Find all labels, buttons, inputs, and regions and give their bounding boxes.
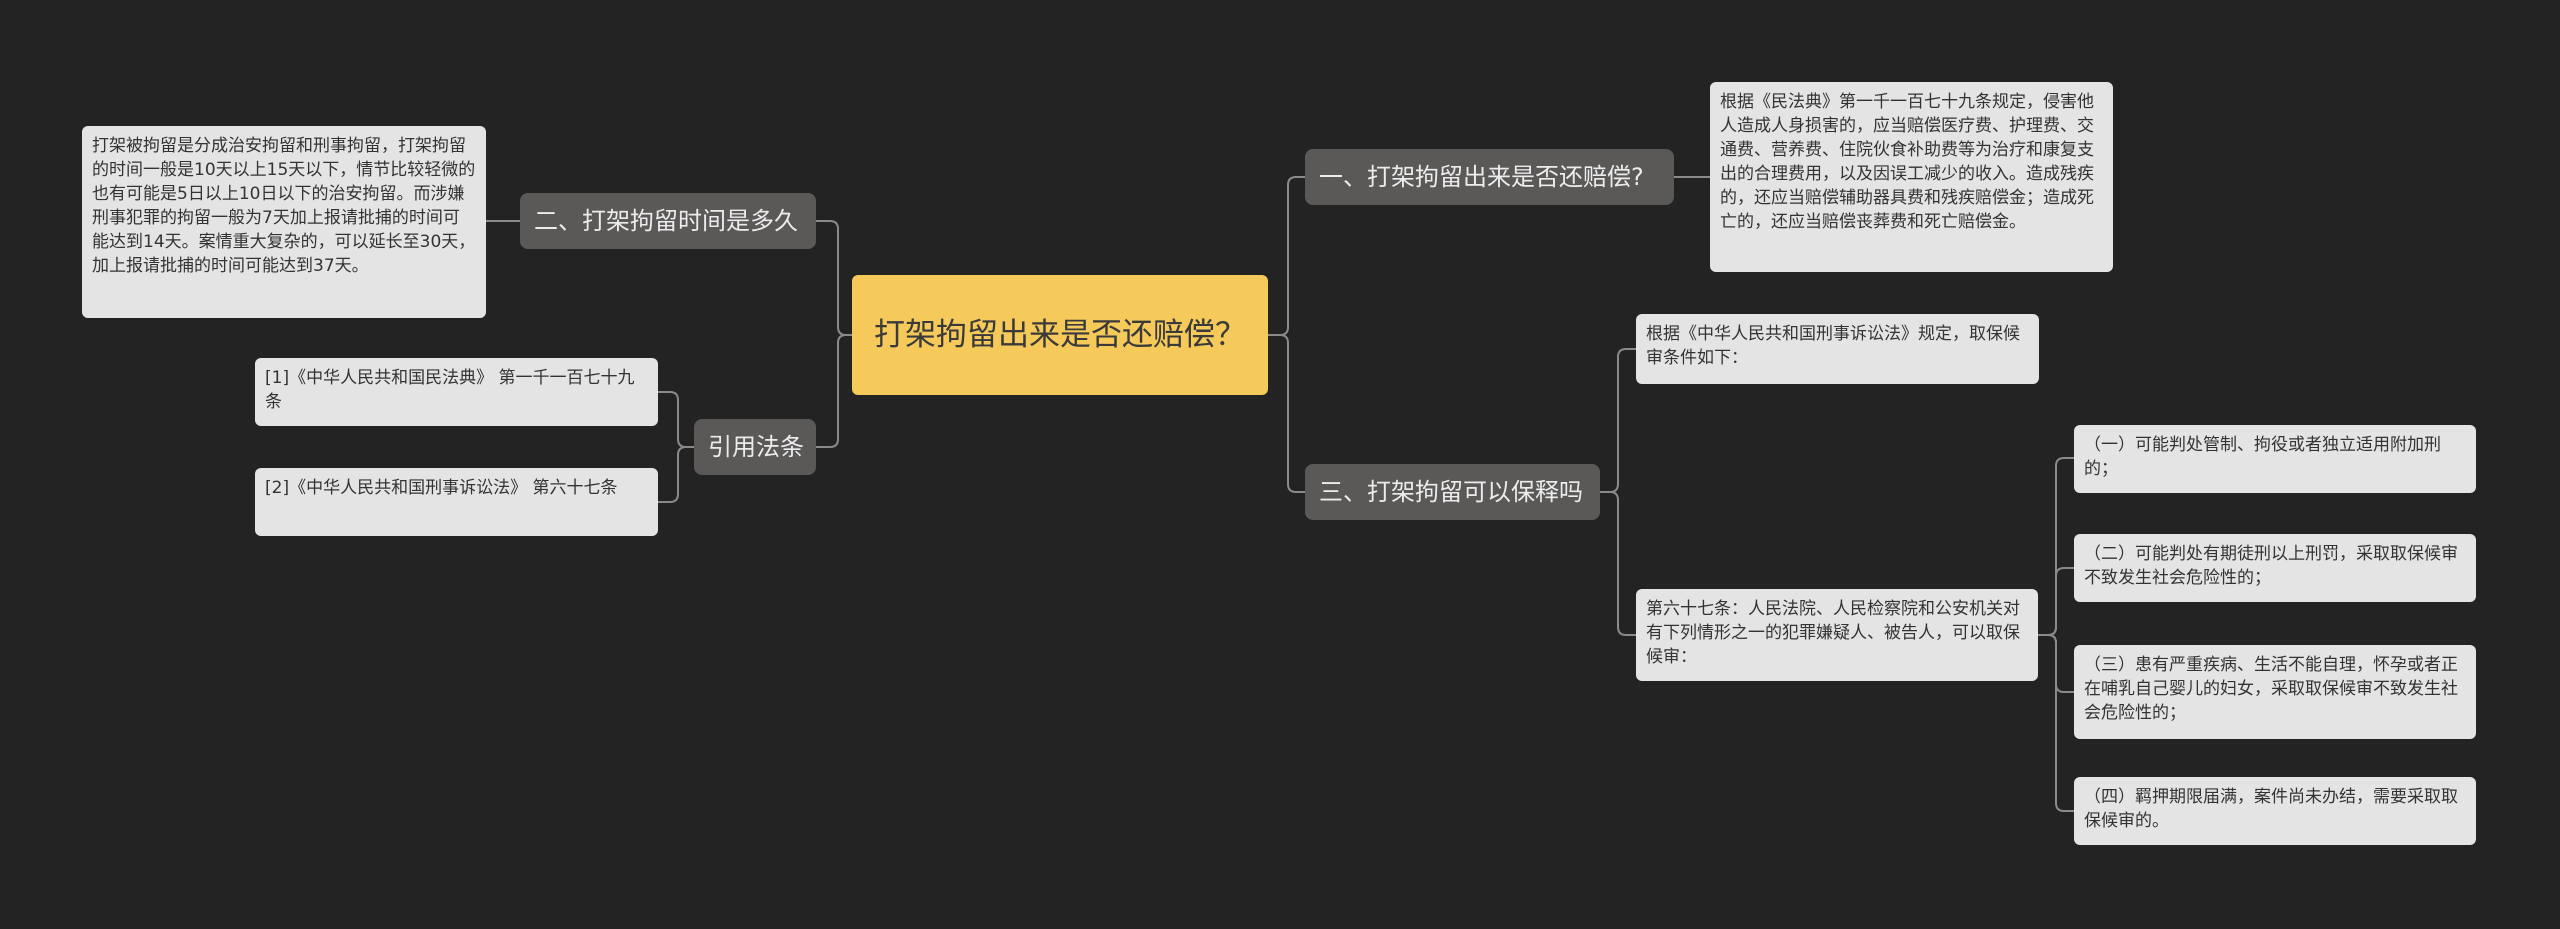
link-b3-leaf1 xyxy=(1600,348,1636,493)
branch-compensation[interactable]: 一、打架拘留出来是否还赔偿? xyxy=(1305,149,1674,205)
link-b3-leaf2 xyxy=(1600,491,1636,636)
list-item-text: （一）可能判处管制、拘役或者独立适用附加刑的； xyxy=(2084,435,2441,479)
branch-detention-duration[interactable]: 二、打架拘留时间是多久 xyxy=(520,193,816,249)
link-root-refs xyxy=(816,334,852,448)
list-item[interactable]: [1]《中华人民共和国民法典》 第一千一百七十九条 xyxy=(255,358,658,426)
branch-cited-laws-label: 引用法条 xyxy=(708,433,804,461)
list-item[interactable]: （四）羁押期限届满，案件尚未办结，需要采取取保候审的。 xyxy=(2074,777,2476,845)
list-item[interactable]: （三）患有严重疾病、生活不能自理，怀孕或者正在哺乳自己婴儿的妇女，采取取保候审不… xyxy=(2074,645,2476,739)
list-item-text: [1]《中华人民共和国民法典》 第一千一百七十九条 xyxy=(265,368,635,412)
link-root-b3 xyxy=(1268,334,1305,493)
root-topic[interactable]: 打架拘留出来是否还赔偿？ xyxy=(852,275,1268,395)
root-title: 打架拘留出来是否还赔偿？ xyxy=(874,317,1246,353)
list-item[interactable]: （二）可能判处有期徒刑以上刑罚，采取取保候审不致发生社会危险性的； xyxy=(2074,534,2476,602)
list-item-text: （四）羁押期限届满，案件尚未办结，需要采取取保候审的。 xyxy=(2084,787,2458,831)
link-root-b2 xyxy=(816,220,852,336)
leaf-article-67[interactable]: 第六十七条：人民法院、人民检察院和公安机关对有下列情形之一的犯罪嫌疑人、被告人，… xyxy=(1636,589,2038,681)
leaf-civil-code-1179[interactable]: 根据《民法典》第一千一百七十九条规定，侵害他人造成人身损害的，应当赔偿医疗费、护… xyxy=(1710,82,2113,272)
leaf-civil-code-1179-text: 根据《民法典》第一千一百七十九条规定，侵害他人造成人身损害的，应当赔偿医疗费、护… xyxy=(1720,92,2094,232)
leaf-article-67-text: 第六十七条：人民法院、人民检察院和公安机关对有下列情形之一的犯罪嫌疑人、被告人，… xyxy=(1646,599,2020,667)
link-refs-item1 xyxy=(658,391,694,448)
leaf-bail-conditions-text: 根据《中华人民共和国刑事诉讼法》规定，取保候审条件如下： xyxy=(1646,324,2020,368)
list-item[interactable]: [2]《中华人民共和国刑事诉讼法》 第六十七条 xyxy=(255,468,658,536)
branch-detention-duration-label: 二、打架拘留时间是多久 xyxy=(534,207,798,235)
list-item-text: （二）可能判处有期徒刑以上刑罚，采取取保候审不致发生社会危险性的； xyxy=(2084,544,2458,588)
link-leaf2-item4 xyxy=(2038,634,2074,812)
list-item-text: （三）患有严重疾病、生活不能自理，怀孕或者正在哺乳自己婴儿的妇女，采取取保候审不… xyxy=(2084,655,2458,723)
leaf-bail-conditions[interactable]: 根据《中华人民共和国刑事诉讼法》规定，取保候审条件如下： xyxy=(1636,314,2039,384)
branch-bail[interactable]: 三、打架拘留可以保释吗 xyxy=(1305,464,1600,520)
leaf-detention-duration[interactable]: 打架被拘留是分成治安拘留和刑事拘留，打架拘留的时间一般是10天以上15天以下，情… xyxy=(82,126,486,318)
link-root-b1 xyxy=(1268,176,1305,336)
link-leaf2-item2 xyxy=(2038,567,2074,636)
branch-cited-laws[interactable]: 引用法条 xyxy=(694,419,816,475)
branch-bail-label: 三、打架拘留可以保释吗 xyxy=(1319,478,1583,506)
list-item[interactable]: （一）可能判处管制、拘役或者独立适用附加刑的； xyxy=(2074,425,2476,493)
leaf-detention-duration-text: 打架被拘留是分成治安拘留和刑事拘留，打架拘留的时间一般是10天以上15天以下，情… xyxy=(92,136,476,276)
branch-compensation-label: 一、打架拘留出来是否还赔偿? xyxy=(1319,163,1644,191)
link-refs-item2 xyxy=(658,446,694,503)
list-item-text: [2]《中华人民共和国刑事诉讼法》 第六十七条 xyxy=(265,478,618,498)
